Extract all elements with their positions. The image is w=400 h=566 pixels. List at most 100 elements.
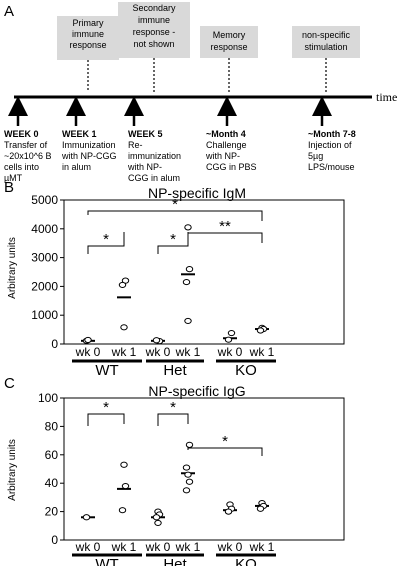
event-line: 5µg bbox=[308, 151, 323, 161]
y-tick-label: 5000 bbox=[31, 193, 58, 207]
data-point bbox=[184, 224, 192, 231]
group-label: Het bbox=[163, 556, 187, 566]
plot-frame bbox=[63, 397, 345, 541]
box-line: Memory bbox=[213, 30, 246, 40]
event-line: CGG in alum bbox=[128, 173, 180, 183]
y-tick-label: 60 bbox=[45, 448, 59, 462]
event-line: with NP-CGG bbox=[61, 151, 117, 161]
event-line: with NP- bbox=[205, 151, 240, 161]
box-line: response bbox=[210, 42, 247, 52]
event-arrows bbox=[8, 96, 332, 126]
x-tick-label: wk 0 bbox=[145, 540, 171, 554]
x-tick-label: wk 1 bbox=[175, 345, 201, 359]
event-line: Immunization bbox=[62, 140, 116, 150]
significance-label: * bbox=[170, 231, 176, 248]
significance-label: * bbox=[103, 231, 109, 248]
event-line: ~20x10^6 B bbox=[4, 151, 52, 161]
event-line: Re- bbox=[128, 140, 143, 150]
event-week-0: WEEK 0 Transfer of ~20x10^6 B cells into… bbox=[4, 129, 52, 183]
event-month-7-8: ~Month 7-8 Injection of 5µg LPS/mouse bbox=[308, 129, 356, 172]
data-point bbox=[224, 508, 233, 515]
data-point bbox=[256, 505, 265, 512]
box-line: non-specific bbox=[302, 30, 351, 40]
data-point bbox=[185, 478, 194, 485]
y-tick-label: 1000 bbox=[31, 308, 58, 322]
x-tick-label: wk 0 bbox=[75, 345, 101, 359]
event-week: WEEK 5 bbox=[128, 129, 163, 139]
event-week: WEEK 1 bbox=[62, 129, 97, 139]
y-tick-label: 2000 bbox=[31, 279, 58, 293]
data-point bbox=[182, 464, 191, 471]
x-tick-label: wk 0 bbox=[75, 540, 101, 554]
time-label: time bbox=[376, 90, 397, 104]
significance-bracket bbox=[157, 232, 189, 254]
significance-bracket bbox=[187, 232, 263, 243]
y-tick-label: 4000 bbox=[31, 222, 58, 236]
y-tick-label: 3000 bbox=[31, 251, 58, 265]
box-line: Secondary bbox=[132, 3, 176, 13]
timeline-events: WEEK 0 Transfer of ~20x10^6 B cells into… bbox=[4, 129, 356, 183]
group-label: KO bbox=[235, 556, 257, 566]
data-point bbox=[82, 514, 91, 521]
x-tick-label: wk 1 bbox=[111, 345, 137, 359]
data-point bbox=[118, 281, 127, 289]
group-label: WT bbox=[95, 362, 118, 379]
box-line: immune bbox=[72, 29, 104, 39]
y-tick-label: 100 bbox=[38, 391, 58, 405]
significance-label: * bbox=[222, 433, 228, 450]
panel-label-c: C bbox=[4, 375, 15, 392]
event-line: Transfer of bbox=[4, 140, 48, 150]
y-tick-label: 20 bbox=[45, 505, 59, 519]
x-tick-label: wk 1 bbox=[111, 540, 137, 554]
significance-bracket bbox=[87, 210, 263, 221]
box-line: response - bbox=[133, 27, 176, 37]
data-point bbox=[185, 266, 194, 273]
group-label: Het bbox=[163, 362, 187, 379]
x-tick-label: wk 0 bbox=[217, 345, 243, 359]
event-line: immunization bbox=[128, 151, 181, 161]
group-label: WT bbox=[95, 556, 118, 566]
data-point bbox=[227, 329, 236, 337]
panel-label-a: A bbox=[4, 3, 14, 20]
event-line: Challenge bbox=[206, 140, 247, 150]
y-tick-label: 80 bbox=[45, 419, 59, 433]
event-line: CGG in PBS bbox=[206, 162, 257, 172]
box-line: immune bbox=[138, 15, 170, 25]
significance-label: * bbox=[172, 196, 178, 213]
event-week: ~Month 7-8 bbox=[308, 129, 356, 139]
y-tick-label: 0 bbox=[51, 337, 58, 351]
significance-bracket bbox=[187, 447, 263, 456]
data-point bbox=[182, 487, 191, 494]
chart-igg: NP-specific IgG Arbitrary units 02040608… bbox=[7, 383, 345, 566]
significance-label: * bbox=[103, 399, 109, 416]
data-point bbox=[152, 514, 161, 521]
box-secondary-response: Secondary immune response - not shown bbox=[118, 2, 190, 58]
significance-label: * bbox=[170, 399, 176, 416]
box-memory-response: Memory response bbox=[200, 26, 258, 58]
x-tick-label: wk 1 bbox=[249, 540, 275, 554]
dotted-connectors bbox=[87, 58, 327, 92]
x-tick-label: wk 1 bbox=[249, 345, 275, 359]
significance-bracket bbox=[157, 413, 189, 426]
chart-title: NP-specific IgM bbox=[148, 185, 246, 201]
y-axis-label: Arbitrary units bbox=[7, 237, 18, 299]
event-week-5: WEEK 5 Re- immunization with NP- CGG in … bbox=[127, 129, 181, 183]
significance-label: ** bbox=[219, 218, 231, 235]
event-line: Injection of bbox=[308, 140, 352, 150]
data-point bbox=[118, 507, 127, 514]
data-point bbox=[121, 482, 130, 490]
timeline-boxes: Primary immune response Secondary immune… bbox=[57, 2, 360, 60]
data-point bbox=[154, 519, 162, 527]
x-tick-label: wk 1 bbox=[175, 540, 201, 554]
box-line: Primary bbox=[73, 18, 104, 28]
y-tick-label: 0 bbox=[51, 533, 58, 547]
box-line: stimulation bbox=[304, 42, 347, 52]
data-point bbox=[224, 336, 233, 343]
event-line: µMT bbox=[4, 173, 23, 183]
data-point bbox=[152, 337, 161, 344]
event-week-1: WEEK 1 Immunization with NP-CGG in alum bbox=[61, 129, 117, 172]
event-line: cells into bbox=[4, 162, 39, 172]
y-tick-label: 40 bbox=[45, 476, 59, 490]
data-point bbox=[182, 278, 191, 286]
